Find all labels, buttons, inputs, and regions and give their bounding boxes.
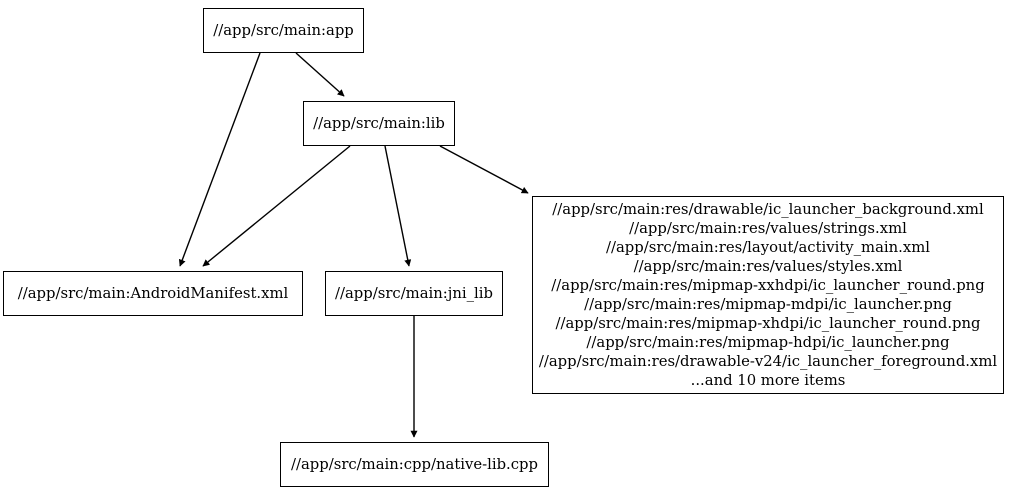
graph-node-app[interactable]: //app/src/main:app <box>203 8 364 53</box>
graph-node-native-lib-cpp-label: //app/src/main:cpp/native-lib.cpp <box>291 456 538 473</box>
graph-node-android-manifest[interactable]: //app/src/main:AndroidManifest.xml <box>3 271 303 316</box>
edge-app-to-manifest <box>178 52 261 267</box>
graph-node-lib[interactable]: //app/src/main:lib <box>303 101 455 146</box>
graph-node-app-label: //app/src/main:app <box>213 22 354 39</box>
edge-app-to-lib <box>295 52 345 97</box>
graph-node-native-lib-cpp[interactable]: //app/src/main:cpp/native-lib.cpp <box>280 442 549 487</box>
edge-lib-to-manifest <box>202 145 351 267</box>
graph-node-lib-label: //app/src/main:lib <box>313 115 445 132</box>
graph-node-res-bundle-label: //app/src/main:res/drawable/ic_launcher_… <box>538 201 998 389</box>
graph-node-jni-lib-label: //app/src/main:jni_lib <box>335 285 493 302</box>
graph-node-android-manifest-label: //app/src/main:AndroidManifest.xml <box>17 285 289 302</box>
edge-lib-to-res <box>439 145 529 194</box>
edge-lib-to-jni-lib <box>384 145 412 267</box>
graph-node-res-bundle[interactable]: //app/src/main:res/drawable/ic_launcher_… <box>532 196 1004 394</box>
graph-node-jni-lib[interactable]: //app/src/main:jni_lib <box>325 271 503 316</box>
